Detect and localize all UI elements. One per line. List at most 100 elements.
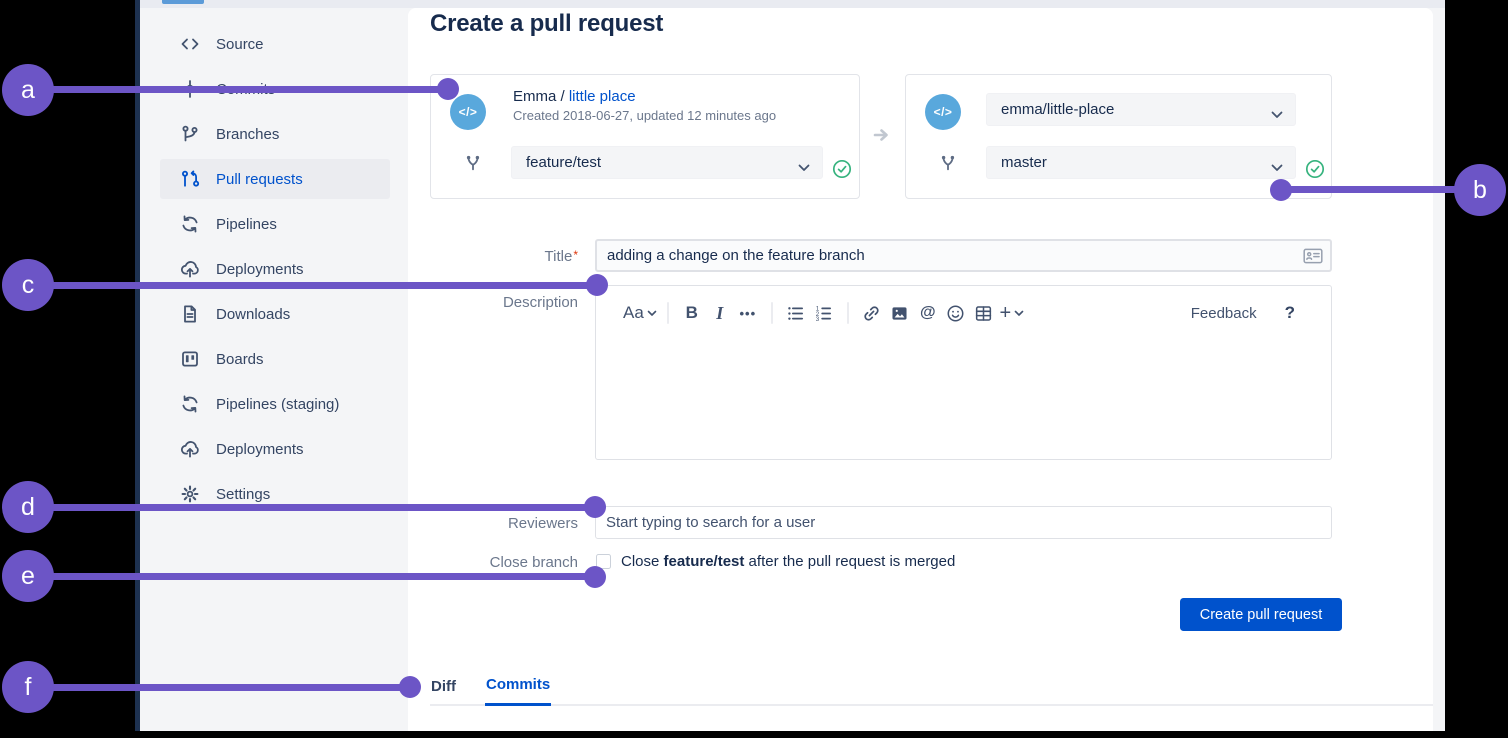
annotation-d: d — [2, 481, 54, 533]
emoji-icon — [946, 304, 965, 323]
bullet-list-icon — [786, 304, 805, 323]
repo-meta: Created 2018-06-27, updated 12 minutes a… — [513, 108, 777, 123]
link-icon — [862, 304, 881, 323]
toolbar-separator — [846, 302, 849, 324]
link-button[interactable] — [858, 298, 886, 328]
global-nav-edge — [135, 0, 140, 731]
destination-repo-select[interactable]: emma/little-place — [986, 93, 1296, 126]
sidebar-item-deployments[interactable]: Deployments — [160, 249, 390, 289]
sidebar-item-label: Source — [216, 35, 264, 53]
sidebar-item-deployments[interactable]: Deployments — [160, 429, 390, 469]
branch-valid-icon — [832, 159, 852, 179]
tab-commits[interactable]: Commits — [485, 676, 552, 706]
svg-text:3: 3 — [816, 315, 820, 322]
source-branch-select[interactable]: feature/test — [511, 146, 823, 179]
repo-link[interactable]: little place — [568, 88, 636, 105]
sidebar-item-pull-requests[interactable]: Pull requests — [160, 159, 390, 199]
table-button[interactable] — [970, 298, 998, 328]
annotation-dot-c — [586, 274, 608, 296]
chevron-down-icon — [1271, 159, 1283, 176]
source-branch-card: </> Emma / little place Created 2018-06-… — [430, 74, 860, 199]
chevron-down-icon — [1271, 106, 1283, 123]
more-button[interactable]: ••• — [734, 298, 762, 328]
reviewers-input[interactable] — [595, 506, 1332, 539]
sidebar-item-source[interactable]: Source — [160, 24, 390, 64]
annotation-f: f — [2, 661, 54, 713]
sidebar-item-boards[interactable]: Boards — [160, 339, 390, 379]
annotation-line-e — [28, 573, 595, 580]
chevron-down-icon — [647, 310, 657, 317]
help-icon[interactable]: ? — [1284, 303, 1295, 322]
sidebar-item-label: Pipelines — [216, 215, 277, 233]
title-label: Title* — [544, 248, 578, 265]
code-icon — [180, 34, 200, 54]
annotation-b: b — [1454, 164, 1506, 216]
downloads-icon — [180, 304, 200, 324]
sidebar-item-label: Pipelines (staging) — [216, 395, 340, 413]
title-field-wrap — [595, 239, 1332, 272]
annotation-a: a — [2, 64, 54, 116]
emoji-button[interactable] — [942, 298, 970, 328]
deployments-icon — [180, 439, 200, 459]
destination-branch-select[interactable]: master — [986, 146, 1296, 179]
title-input[interactable] — [595, 239, 1332, 272]
annotation-line-a — [28, 86, 448, 93]
destination-branch-value: master — [1001, 154, 1047, 171]
text-style-button[interactable]: Aa — [622, 298, 658, 328]
arrow-right-icon — [872, 125, 892, 145]
annotation-c: c — [2, 259, 54, 311]
annotation-dot-d — [584, 496, 606, 518]
bold-button[interactable]: B — [678, 298, 706, 328]
toolbar-separator — [666, 302, 669, 324]
sidebar-item-label: Pull requests — [216, 170, 303, 188]
repo-owner: Emma / — [513, 88, 569, 105]
deployments-icon — [180, 259, 200, 279]
contact-card-icon — [1303, 246, 1323, 266]
annotation-dot-b — [1270, 179, 1292, 201]
main-panel: Create a pull request </> Emma / little … — [408, 8, 1433, 731]
tabs-bar: Diff Commits — [430, 676, 1433, 706]
page-title: Create a pull request — [430, 10, 664, 37]
annotation-line-c — [28, 282, 597, 289]
sidebar-item-label: Branches — [216, 125, 280, 143]
tab-diff[interactable]: Diff — [430, 676, 457, 706]
sidebar-item-branches[interactable]: Branches — [160, 114, 390, 154]
code-glyph: </> — [458, 105, 478, 119]
sidebar-item-label: Downloads — [216, 305, 291, 323]
feedback-link[interactable]: Feedback — [1190, 304, 1257, 322]
bullet-list-button[interactable] — [782, 298, 810, 328]
settings-icon — [180, 484, 200, 504]
branch-valid-icon — [1305, 159, 1325, 179]
branches-icon — [180, 124, 200, 144]
mention-button[interactable]: @ — [914, 298, 942, 328]
sidebar-item-settings[interactable]: Settings — [160, 474, 390, 514]
table-icon — [974, 304, 993, 323]
annotation-line-d — [28, 504, 595, 511]
sidebar: SourceCommitsBranchesPull requestsPipeli… — [140, 8, 408, 731]
sidebar-item-pipelines[interactable]: Pipelines — [160, 204, 390, 244]
close-branch-checkbox[interactable] — [596, 554, 611, 569]
sidebar-item-downloads[interactable]: Downloads — [160, 294, 390, 334]
pull-requests-icon — [180, 169, 200, 189]
add-button[interactable]: + — [998, 298, 1026, 328]
description-input[interactable] — [596, 340, 1331, 460]
close-branch-name: feature/test — [663, 553, 745, 570]
svg-text:2: 2 — [816, 310, 820, 317]
annotation-dot-f — [399, 676, 421, 698]
create-pull-request-button[interactable]: Create pull request — [1180, 598, 1342, 631]
close-branch-text: Close feature/test after the pull reques… — [621, 553, 956, 570]
repo-avatar: </> — [450, 94, 486, 130]
sidebar-item-pipelines-staging[interactable]: Pipelines (staging) — [160, 384, 390, 424]
source-branch-value: feature/test — [526, 154, 602, 171]
branch-icon — [938, 153, 958, 173]
italic-button[interactable]: I — [706, 298, 734, 328]
annotation-dot-e — [584, 566, 606, 588]
description-label: Description — [502, 294, 578, 311]
annotation-e: e — [2, 550, 54, 602]
svg-text:1: 1 — [816, 305, 820, 312]
image-button[interactable] — [886, 298, 914, 328]
